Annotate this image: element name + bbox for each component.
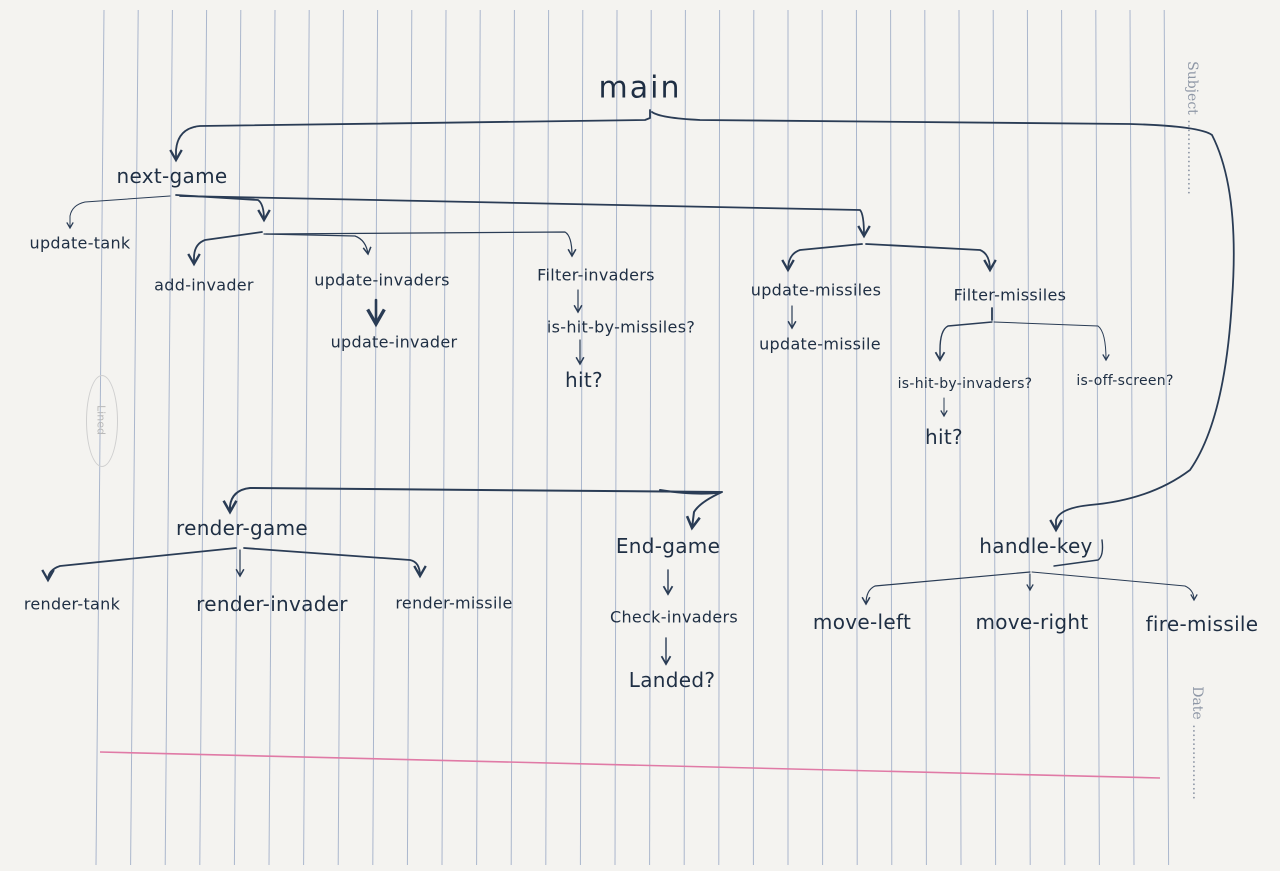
edge-next-game-update-tank — [66, 195, 171, 230]
date-label: Date ................. — [1188, 686, 1205, 800]
node-add-invader: add-invader — [154, 275, 254, 295]
edge-main-end-game — [659, 489, 723, 531]
edge-a-update-invaders — [263, 233, 372, 256]
ruled-line — [199, 9, 208, 866]
edge-render-game-render-missile — [243, 547, 427, 579]
node-check-invaders: Check-invaders — [610, 607, 738, 627]
node-update-missile: update-missile — [759, 334, 881, 354]
ruled-line — [545, 9, 550, 866]
ruled-line — [579, 9, 584, 866]
ruled-line — [303, 9, 310, 866]
node-update-missiles: update-missiles — [750, 280, 882, 300]
edge-handle-key-move-left — [861, 571, 1031, 606]
edge-b-update-missiles — [781, 243, 863, 273]
edge-filter-missiles-is-hit-by-invaders — [934, 321, 993, 362]
ruled-line — [958, 9, 962, 866]
node-update-tank: update-tank — [29, 233, 131, 253]
node-fire-missile: fire-missile — [1145, 612, 1259, 636]
node-handle-key: handle-key — [979, 534, 1093, 558]
ruled-line — [1061, 9, 1066, 866]
edge-handle-key-underline — [1053, 539, 1104, 567]
punch-hole-label: Lined — [94, 405, 108, 435]
ruled-line — [924, 9, 927, 866]
ruled-line — [372, 9, 379, 866]
edge-filter-missiles-is-off-screen — [993, 321, 1110, 362]
node-main: main — [598, 70, 682, 106]
node-render-tank: render-tank — [23, 594, 121, 614]
node-update-invaders: update-invaders — [314, 270, 450, 290]
node-move-left: move-left — [812, 610, 912, 634]
ruled-line — [1163, 9, 1170, 866]
node-filter-missiles: Filter-missiles — [953, 285, 1067, 305]
margin-line — [99, 751, 1161, 779]
punch-hole — [86, 375, 118, 467]
edge-a-add-invader — [187, 231, 263, 267]
node-is-hit-by-missiles: is-hit-by-missiles? — [546, 317, 696, 337]
ruled-line — [476, 9, 481, 866]
edge-handle-key-fire-missile — [1031, 571, 1198, 602]
ruled-line — [233, 9, 242, 866]
edge-main-next-game — [169, 109, 651, 163]
ruled-line — [441, 9, 447, 866]
edge-next-game-branch-a — [175, 194, 271, 223]
node-render-invader: render-invader — [196, 592, 348, 616]
ruled-line — [683, 9, 686, 866]
node-is-off-screen: is-off-screen? — [1076, 373, 1174, 389]
ruled-lines — [95, 9, 1170, 866]
ruled-line — [1129, 9, 1135, 866]
node-hit-missiles: hit? — [925, 425, 963, 449]
ruled-line — [130, 9, 139, 866]
node-update-invader: update-invader — [330, 332, 458, 352]
node-is-hit-by-invaders: is-hit-by-invaders? — [897, 376, 1033, 392]
ruled-line — [649, 9, 652, 866]
edge-b-filter-missiles — [865, 243, 997, 273]
subject-label: Subject ................. — [1183, 61, 1200, 195]
node-filter-invaders: Filter-invaders — [537, 265, 655, 285]
edge-main-render-game — [222, 487, 721, 515]
ruled-line — [718, 9, 721, 866]
ruled-line — [268, 9, 276, 866]
edge-render-game-render-tank — [41, 547, 237, 583]
ruled-line — [510, 9, 515, 866]
ruled-line — [164, 9, 173, 866]
edge-next-game-branch-b — [179, 195, 871, 239]
node-render-missile: render-missile — [395, 593, 513, 613]
tree-edges — [41, 109, 1235, 666]
ruled-line — [1095, 9, 1100, 866]
node-landed: Landed? — [628, 668, 716, 692]
ruled-line — [890, 9, 893, 866]
ruled-line — [337, 9, 344, 866]
node-render-game: render-game — [176, 516, 308, 540]
ruled-line — [992, 9, 997, 866]
ruled-line — [406, 9, 413, 866]
ruled-line — [1026, 9, 1031, 866]
ruled-line — [614, 9, 618, 866]
node-next-game: next-game — [116, 164, 228, 188]
edge-a-filter-invaders — [265, 231, 577, 258]
ruled-line — [855, 9, 858, 866]
node-move-right: move-right — [975, 610, 1089, 634]
node-end-game: End-game — [615, 534, 721, 558]
node-hit-invaders: hit? — [565, 368, 603, 392]
edge-main-handle-key — [651, 111, 1235, 533]
